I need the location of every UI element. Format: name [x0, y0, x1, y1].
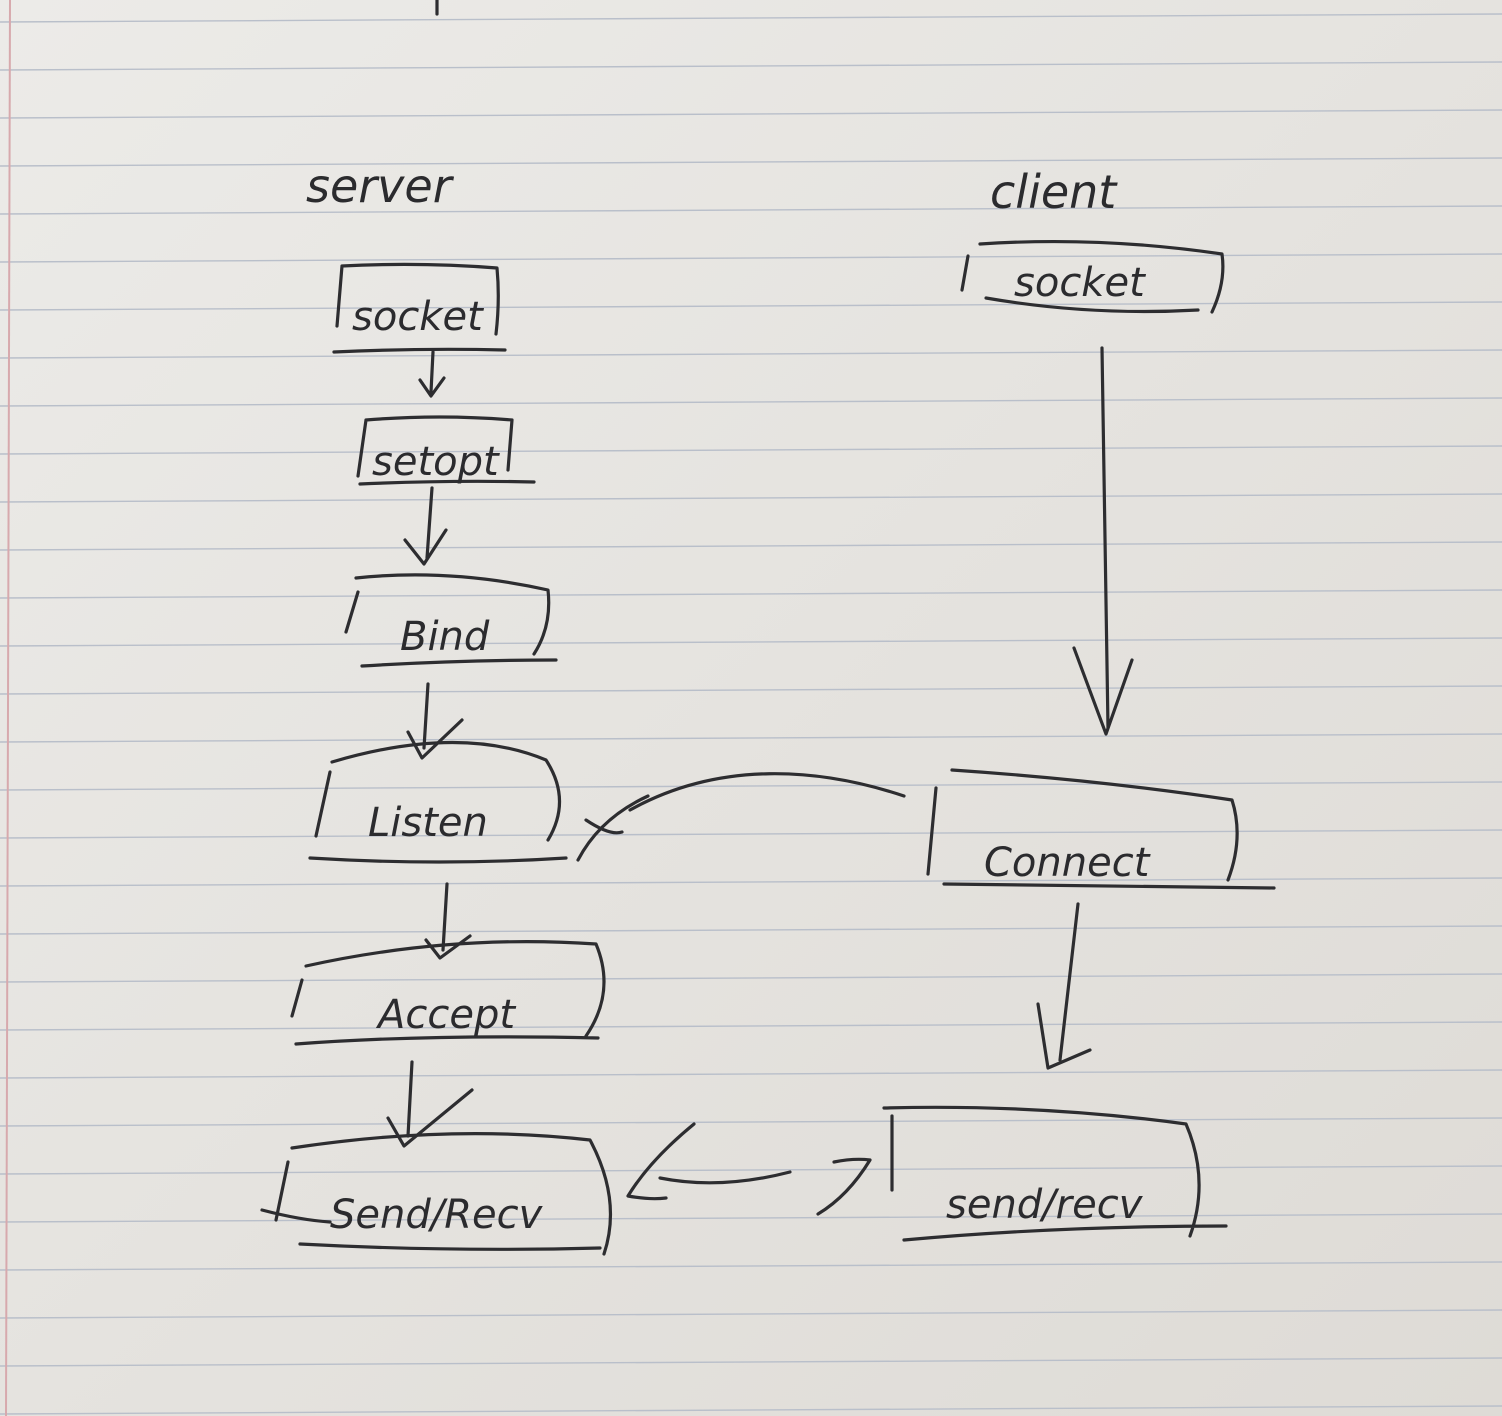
ruled-lines — [0, 13, 1502, 1415]
server-setopt-box: setopt — [356, 415, 536, 486]
server-sendrecv-box: Send/Recv — [260, 1132, 613, 1256]
client-socket-box: socket — [960, 239, 1225, 314]
client-sendrecv-box: send/recv — [882, 1105, 1228, 1242]
server-socket-label: socket — [352, 294, 484, 340]
server-bind-box: Bind — [344, 573, 558, 668]
arrow-accept-sendrecv — [386, 1060, 474, 1148]
arrow-sendrecv-bidirectional — [626, 1122, 872, 1216]
server-accept-label: Accept — [375, 992, 516, 1038]
server-setopt-label: setopt — [372, 439, 500, 485]
client-title: client — [990, 165, 1118, 219]
arrow-setopt-bind — [403, 486, 448, 566]
client-connect-box: Connect — [926, 768, 1276, 890]
server-sendrecv-label: Send/Recv — [330, 1192, 544, 1238]
server-title: server — [306, 159, 455, 213]
server-accept-box: Accept — [290, 940, 606, 1046]
arrow-connect-to-listen — [576, 772, 906, 862]
arrow-socket-setopt — [418, 350, 446, 398]
server-listen-box: Listen — [308, 740, 568, 864]
client-socket-label: socket — [1014, 260, 1146, 306]
arrow-connect-sendrecv — [1036, 902, 1092, 1070]
arrow-socket-connect — [1072, 346, 1134, 736]
server-socket-box: socket — [332, 262, 507, 354]
client-sendrecv-label: send/recv — [946, 1182, 1144, 1228]
margin-line — [5, 0, 11, 1416]
client-connect-label: Connect — [984, 840, 1151, 886]
arrow-bind-listen — [406, 682, 464, 760]
server-listen-label: Listen — [368, 800, 488, 846]
server-bind-label: Bind — [400, 614, 490, 660]
